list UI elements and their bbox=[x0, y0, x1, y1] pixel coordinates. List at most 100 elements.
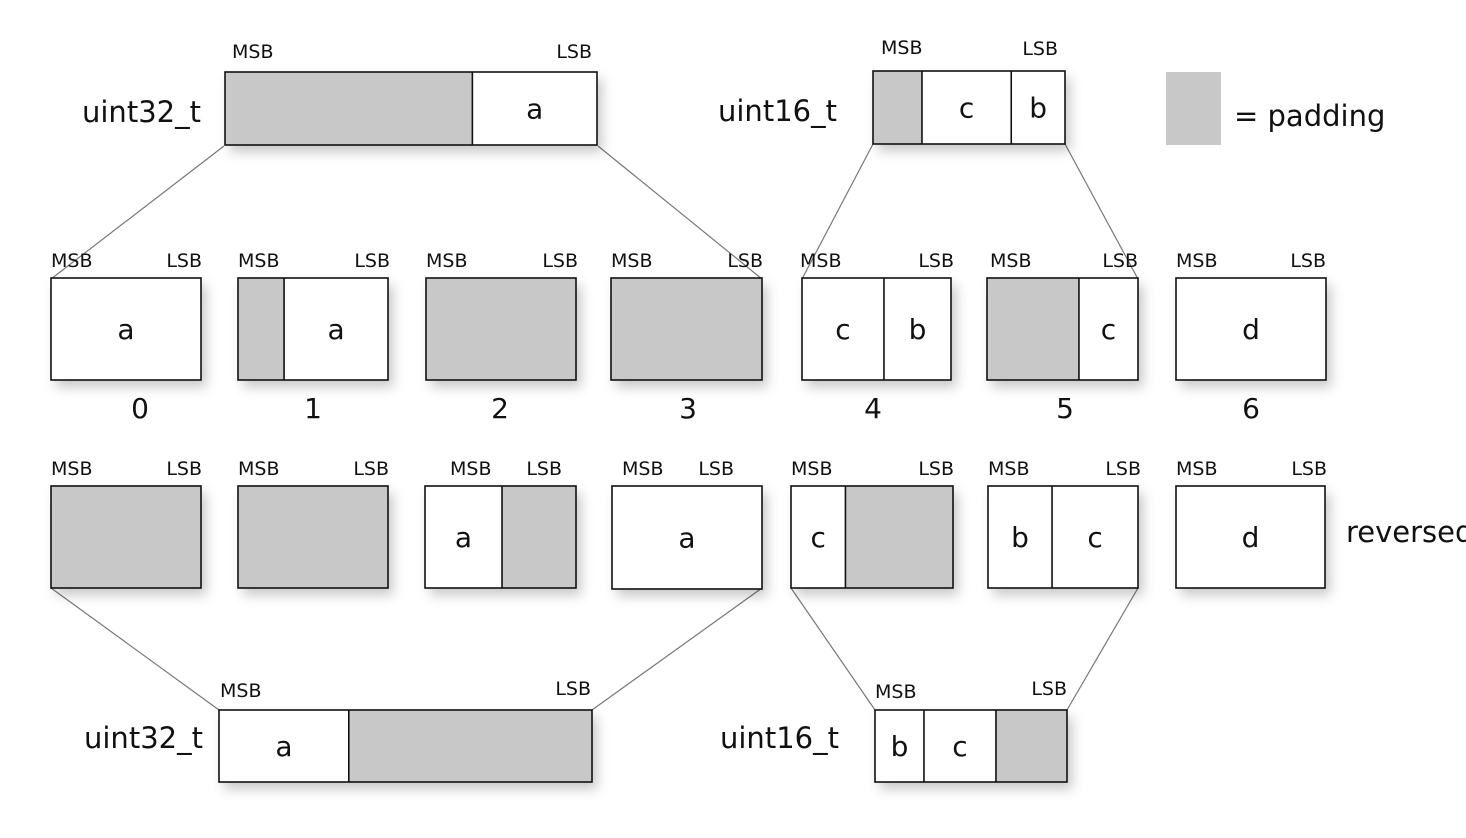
byte-index: 6 bbox=[1242, 392, 1260, 425]
msb-label: MSB bbox=[800, 250, 842, 272]
cell-label: c bbox=[1101, 313, 1116, 346]
data-cell bbox=[921, 71, 1012, 144]
lsb-label: LSB bbox=[1105, 458, 1141, 480]
lsb-label: LSB bbox=[918, 250, 954, 272]
box-outline bbox=[611, 485, 763, 590]
connector-line bbox=[50, 587, 220, 711]
data-cell bbox=[883, 278, 951, 380]
box-outline bbox=[987, 485, 1139, 589]
box-outline bbox=[610, 277, 763, 381]
padding-cell bbox=[873, 71, 922, 144]
box-outline bbox=[790, 485, 954, 589]
data-cell bbox=[1011, 71, 1065, 144]
box-outline bbox=[50, 277, 202, 381]
reversed-label: reversed bbox=[1346, 515, 1466, 549]
box-outline bbox=[1175, 485, 1326, 589]
data-cell bbox=[1176, 278, 1326, 380]
cell-label: a bbox=[275, 730, 292, 763]
data-cell bbox=[612, 486, 762, 589]
padding-cell bbox=[225, 72, 473, 145]
box-outline bbox=[872, 70, 1066, 145]
msb-label: MSB bbox=[426, 250, 468, 272]
lsb-label: LSB bbox=[1102, 250, 1138, 272]
lsb-label: LSB bbox=[555, 678, 591, 700]
msb-label: MSB bbox=[232, 41, 274, 63]
box-outline bbox=[237, 485, 389, 589]
cell-label: a bbox=[678, 522, 695, 555]
lsb-label: LSB bbox=[918, 458, 954, 480]
box-outline bbox=[801, 277, 952, 381]
lsb-label: LSB bbox=[542, 250, 578, 272]
legend-label: = padding bbox=[1234, 99, 1385, 133]
lsb-label: LSB bbox=[727, 250, 763, 272]
cell-label: c bbox=[811, 521, 826, 554]
data-cell bbox=[802, 278, 884, 380]
cell-label: a bbox=[327, 313, 344, 346]
connector-line bbox=[801, 143, 874, 280]
data-cell bbox=[875, 710, 924, 782]
box-outline bbox=[224, 71, 598, 146]
connector-line bbox=[790, 587, 876, 711]
data-cell bbox=[51, 278, 201, 380]
data-cell bbox=[219, 710, 349, 782]
cell-label: b bbox=[1029, 92, 1047, 125]
data-cell bbox=[791, 486, 846, 588]
msb-label: MSB bbox=[988, 458, 1030, 480]
data-cell bbox=[988, 486, 1053, 588]
padding-cell bbox=[845, 486, 953, 588]
data-cell bbox=[425, 486, 503, 588]
legend-padding-swatch bbox=[1166, 72, 1221, 145]
byte-box-6: d MSB LSB 6 bbox=[1175, 250, 1327, 425]
type-name: uint16_t bbox=[718, 94, 837, 128]
lsb-label: LSB bbox=[556, 41, 592, 63]
msb-label: MSB bbox=[791, 458, 833, 480]
connector-line bbox=[1064, 143, 1139, 280]
data-cell bbox=[1052, 486, 1138, 588]
msb-label: MSB bbox=[990, 250, 1032, 272]
data-cell bbox=[472, 72, 597, 145]
lsb-label: LSB bbox=[354, 250, 390, 272]
cell-label: d bbox=[1242, 313, 1260, 346]
cell-label: b bbox=[909, 313, 927, 346]
box-outline bbox=[237, 277, 389, 381]
cell-label: c bbox=[959, 92, 974, 125]
cell-label: d bbox=[1242, 521, 1260, 554]
msb-label: MSB bbox=[51, 458, 93, 480]
byte-index: 5 bbox=[1056, 392, 1074, 425]
cell-label: c bbox=[1087, 521, 1102, 554]
box-outline bbox=[1175, 277, 1327, 381]
byte-index: 4 bbox=[864, 392, 882, 425]
box-outline bbox=[218, 709, 593, 783]
lsb-label: LSB bbox=[1290, 250, 1326, 272]
lsb-label: LSB bbox=[166, 250, 202, 272]
cell-label: a bbox=[526, 93, 543, 126]
msb-label: MSB bbox=[1176, 250, 1218, 272]
lsb-label: LSB bbox=[1291, 458, 1327, 480]
type-name: uint32_t bbox=[84, 721, 203, 755]
connector-line bbox=[1066, 587, 1139, 711]
legend: = padding bbox=[1166, 72, 1385, 145]
lsb-label: LSB bbox=[698, 458, 734, 480]
padding-cell bbox=[502, 486, 576, 588]
lsb-label: LSB bbox=[1031, 678, 1067, 700]
reversed-byte-box-0: MSB LSB bbox=[50, 458, 202, 589]
data-cell bbox=[284, 278, 388, 380]
connector-line bbox=[50, 145, 225, 280]
lsb-label: LSB bbox=[166, 458, 202, 480]
padding-cell bbox=[995, 710, 1067, 782]
byte-box-5: c MSB LSB 5 bbox=[986, 250, 1139, 425]
data-cell bbox=[1078, 278, 1138, 380]
padding-cell bbox=[238, 278, 285, 380]
